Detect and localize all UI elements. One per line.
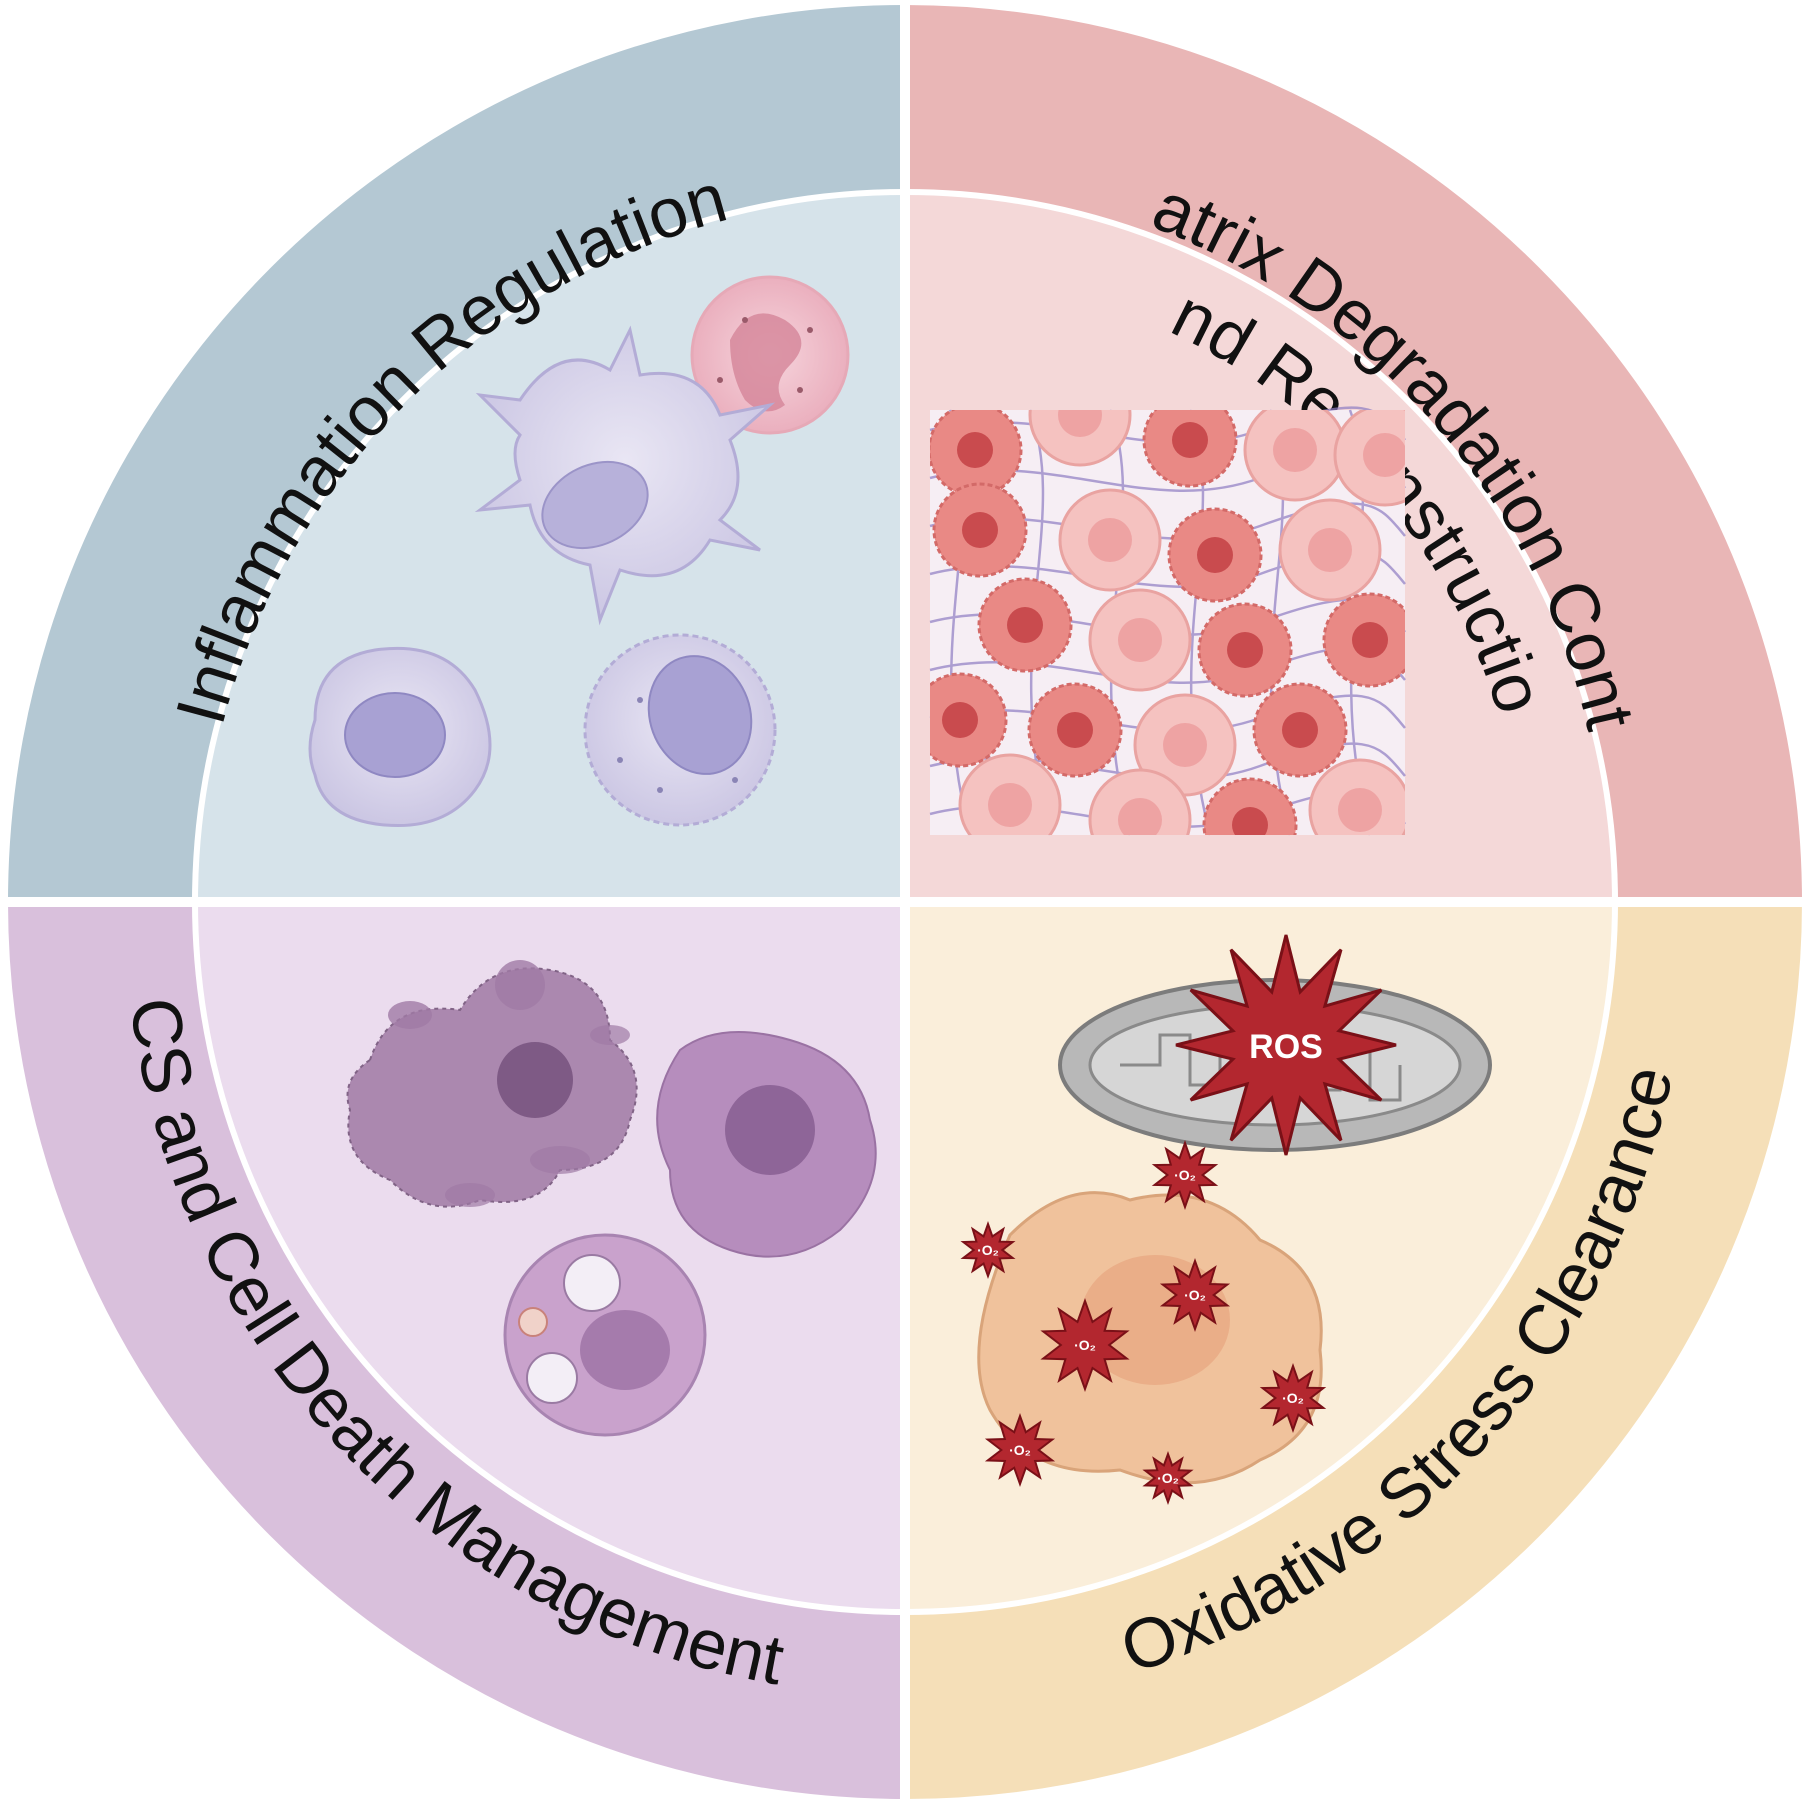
oxidative-stress-illustration: ROS ·O₂ ·O₂ ·O₂ ·O₂ ·O₂ ·O₂ ·O₂	[960, 934, 1492, 1505]
matrix-cell-red	[932, 482, 1028, 578]
superoxide-label: ·O₂	[1074, 1337, 1096, 1353]
superoxide-radical: ·O₂	[984, 1413, 1056, 1487]
matrix-tissue-illustration	[929, 406, 1406, 836]
apoptotic-cell	[503, 1233, 707, 1437]
neutrophil-cell	[690, 275, 850, 435]
macrophage-cell-right	[583, 633, 777, 827]
superoxide-radicals: ·O₂ ·O₂ ·O₂ ·O₂ ·O₂ ·O₂ ·O₂	[960, 1139, 1327, 1505]
superoxide-radical: ·O₂	[1151, 1139, 1219, 1211]
matrix-cells	[930, 410, 1405, 835]
superoxide-label: ·O₂	[1009, 1442, 1031, 1458]
dendritic-cell	[474, 325, 776, 626]
superoxide-label: ·O₂	[1282, 1390, 1304, 1406]
matrix-cell-red	[977, 577, 1073, 673]
matrix-cell-red	[930, 410, 1023, 498]
superoxide-radical: ·O₂	[1259, 1362, 1327, 1434]
superoxide-radical: ·O₂	[1142, 1451, 1194, 1505]
matrix-cell-red	[1252, 682, 1348, 778]
superoxide-radical: ·O₂	[1159, 1258, 1231, 1332]
ros-starburst: ROS	[1175, 934, 1397, 1156]
matrix-cell-light	[1243, 410, 1347, 502]
matrix-cell-light	[1028, 410, 1132, 467]
matrix-cell-red	[1197, 602, 1293, 698]
cell-death-illustration	[346, 960, 877, 1437]
dying-cell-cluster	[346, 960, 638, 1208]
senescent-cell	[656, 1031, 877, 1258]
matrix-cell-light	[1333, 410, 1405, 507]
matrix-cell-light	[958, 753, 1062, 835]
matrix-cell-light	[1088, 768, 1192, 835]
superoxide-radical: ·O₂	[960, 1221, 1016, 1279]
matrix-cell-light	[1308, 758, 1405, 835]
inflammation-illustration	[308, 275, 850, 828]
matrix-cell-red	[930, 672, 1008, 768]
matrix-cell-red	[1142, 410, 1238, 488]
matrix-cell-light	[1088, 588, 1192, 692]
matrix-cell-red	[1027, 682, 1123, 778]
matrix-cell-light	[1058, 488, 1162, 592]
macrophage-cell-left	[308, 646, 492, 828]
matrix-cell-red	[1202, 777, 1298, 835]
superoxide-label: ·O₂	[977, 1242, 999, 1258]
superoxide-label: ·O₂	[1184, 1287, 1206, 1303]
ros-label: ROS	[1249, 1028, 1323, 1066]
matrix-cell-red	[1167, 507, 1263, 603]
matrix-cell-light	[1133, 693, 1237, 797]
superoxide-radical: ·O₂	[1040, 1298, 1130, 1392]
matrix-cell-light	[1278, 498, 1382, 602]
matrix-cell-red	[1322, 592, 1405, 688]
superoxide-label: ·O₂	[1174, 1167, 1196, 1183]
superoxide-label: ·O₂	[1157, 1470, 1179, 1486]
